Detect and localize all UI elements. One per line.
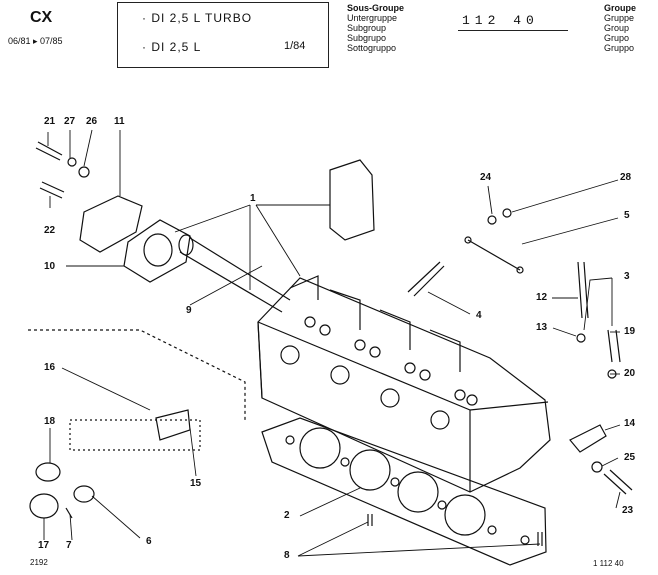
callout-24: 24 [480,172,492,183]
callout-26: 26 [86,116,98,127]
head-gasket [261,417,547,566]
variant-box [117,2,329,68]
group-label-de: Gruppe [604,13,635,23]
intake-pipe [179,237,291,313]
variant-date: 1/84 [284,40,306,52]
bolt-21 [35,141,63,161]
bolt-23 [603,469,633,495]
subgroup-label-es: Subgrupo [347,33,387,43]
callout-8: 8 [284,550,290,561]
production-dates: 06/81 ▸ 07/85 [8,36,63,46]
stud-12 [577,261,589,319]
fitting-19 [607,329,621,363]
callout-15: 15 [190,478,202,489]
cover-plate [79,195,143,253]
callout-14: 14 [624,418,636,429]
group-label-it: Gruppo [604,43,635,53]
group-label-en: Group [604,23,630,33]
callout-10: 10 [44,261,56,272]
subgroup-label-it: Sottogruppo [347,43,397,53]
callout-22: 22 [44,225,56,236]
callout-27: 27 [64,116,76,127]
callout-21: 21 [44,116,56,127]
callout-18: 18 [44,416,56,427]
callout-23: 23 [622,505,634,516]
cylinder-head [257,277,551,493]
callout-25: 25 [624,452,636,463]
subgroup-label-en: Subgroup [347,23,387,33]
callout-16: 16 [44,362,56,373]
callout-17: 17 [38,540,50,551]
callout-11: 11 [114,116,125,127]
injector-detail [329,159,375,241]
callout-9: 9 [186,305,192,316]
callout-6: 6 [146,536,152,547]
group-label-es: Grupo [604,33,630,43]
glow-plug [407,261,445,297]
callout-3: 3 [624,271,630,282]
subgroup-label-de: Untergruppe [347,13,398,23]
bracket-14 [569,424,607,453]
dowel-left [367,514,373,526]
variant-standard: · DI 2,5 L [142,40,202,54]
callout-5: 5 [624,210,630,221]
callout-12: 12 [536,292,548,303]
callout-19: 19 [624,326,636,337]
bracket [467,239,521,271]
callout-4: 4 [476,310,482,321]
callout-28: 28 [620,172,632,183]
inset-outline [28,329,246,420]
drawing-code-right: 1 112 40 [593,559,624,568]
subgroup-label-fr: Sous-Groupe [347,3,405,13]
callout-7: 7 [66,540,72,551]
callout-20: 20 [624,368,636,379]
variant-turbo: · DI 2,5 L TURBO [142,11,253,25]
callout-13: 13 [536,322,548,333]
callout-1: 1 [250,193,256,204]
model-name: CX [30,9,53,26]
callout-2: 2 [284,510,290,521]
bolt-22 [39,181,65,199]
subgroup-number: 112 40 [462,13,539,28]
drawing-code-left: 2192 [30,558,48,567]
group-label-fr: Groupe [604,3,637,13]
subgroup-underline [458,30,568,31]
